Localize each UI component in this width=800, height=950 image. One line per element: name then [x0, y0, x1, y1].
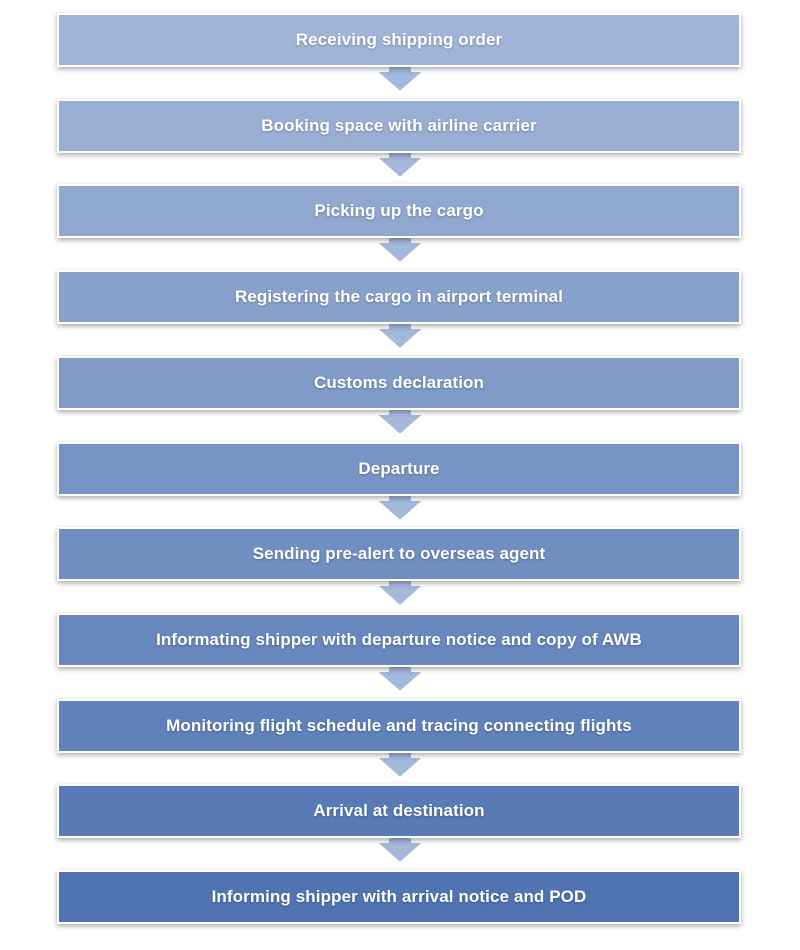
flow-step-label: Picking up the cargo — [314, 201, 484, 220]
flow-step-label: Departure — [358, 459, 440, 478]
flow-step-box: Informing shipper with arrival notice an… — [57, 870, 741, 924]
flow-step-label: Receiving shipping order — [295, 30, 503, 49]
flow-step-box: Informating shipper with departure notic… — [57, 613, 741, 667]
flow-step-label: Registering the cargo in airport termina… — [234, 287, 564, 306]
flow-step-box: Sending pre-alert to overseas agent — [57, 527, 741, 581]
flow-step-box: Receiving shipping order — [57, 13, 741, 67]
flow-step-box: Picking up the cargo — [57, 184, 741, 238]
flow-step-box: Arrival at destination — [57, 784, 741, 838]
flow-step-box: Customs declaration — [57, 356, 741, 410]
flow-step-label: Informating shipper with departure notic… — [156, 630, 642, 649]
flow-step-label: Booking space with airline carrier — [261, 116, 537, 135]
flow-step-box: Registering the cargo in airport termina… — [57, 270, 741, 324]
flow-step-box: Departure — [57, 442, 741, 496]
flow-step-box: Monitoring flight schedule and tracing c… — [57, 699, 741, 753]
flow-step-label: Customs declaration — [313, 373, 485, 392]
flow-step-label: Monitoring flight schedule and tracing c… — [166, 716, 632, 735]
flow-step-label: Arrival at destination — [313, 801, 485, 820]
flow-step-box: Booking space with airline carrier — [57, 99, 741, 153]
flow-step-label: Sending pre-alert to overseas agent — [252, 544, 546, 563]
flow-step-label: Informing shipper with arrival notice an… — [211, 887, 587, 906]
